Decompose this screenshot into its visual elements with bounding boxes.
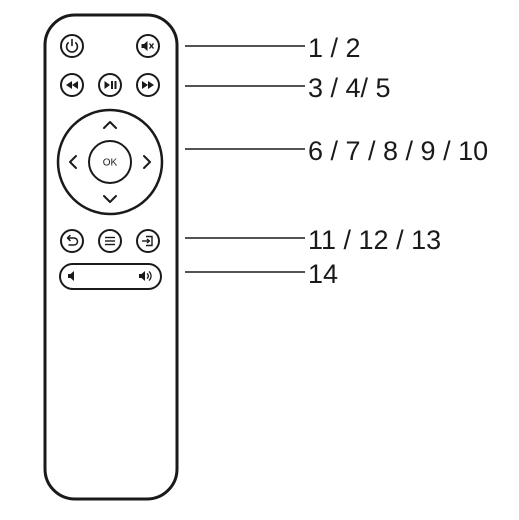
back-icon <box>66 234 79 246</box>
volume-up-icon <box>139 271 152 281</box>
play-pause-icon <box>104 81 117 89</box>
dpad-down-button[interactable] <box>103 195 117 203</box>
chevron-down-icon <box>103 195 117 203</box>
menu-icon <box>105 236 115 246</box>
fast-forward-icon <box>142 81 154 89</box>
chevron-up-icon <box>103 121 117 129</box>
input-source-icon <box>142 235 153 247</box>
callout-label-1: 1 / 2 <box>308 33 361 63</box>
chevron-right-icon <box>143 155 151 169</box>
rewind-button[interactable] <box>60 73 84 97</box>
menu-button[interactable] <box>98 229 122 253</box>
ok-button[interactable]: OK <box>88 140 132 184</box>
dpad-up-button[interactable] <box>103 121 117 129</box>
ok-label: OK <box>103 158 118 169</box>
callout-label-4: 11 / 12 / 13 <box>308 225 441 255</box>
callout-label-5: 14 <box>308 259 338 289</box>
power-icon <box>65 38 79 53</box>
fast-forward-button[interactable] <box>136 73 160 97</box>
rewind-icon <box>66 81 78 89</box>
power-button[interactable] <box>60 34 84 58</box>
volume-rocker <box>59 263 162 290</box>
dpad: OK <box>56 108 164 216</box>
play-pause-button[interactable] <box>98 73 122 97</box>
back-button[interactable] <box>60 229 84 253</box>
volume-up-button[interactable] <box>139 271 152 281</box>
volume-down-icon <box>68 271 74 281</box>
mute-icon <box>141 41 155 51</box>
callout-label-2: 3 / 4/ 5 <box>308 73 391 103</box>
callout-label-3: 6 / 7 / 8 / 9 / 10 <box>308 136 488 166</box>
chevron-left-icon <box>69 155 77 169</box>
dpad-right-button[interactable] <box>143 155 151 169</box>
dpad-left-button[interactable] <box>69 155 77 169</box>
volume-down-button[interactable] <box>68 271 74 281</box>
input-source-button[interactable] <box>136 229 160 253</box>
mute-button[interactable] <box>136 34 160 58</box>
